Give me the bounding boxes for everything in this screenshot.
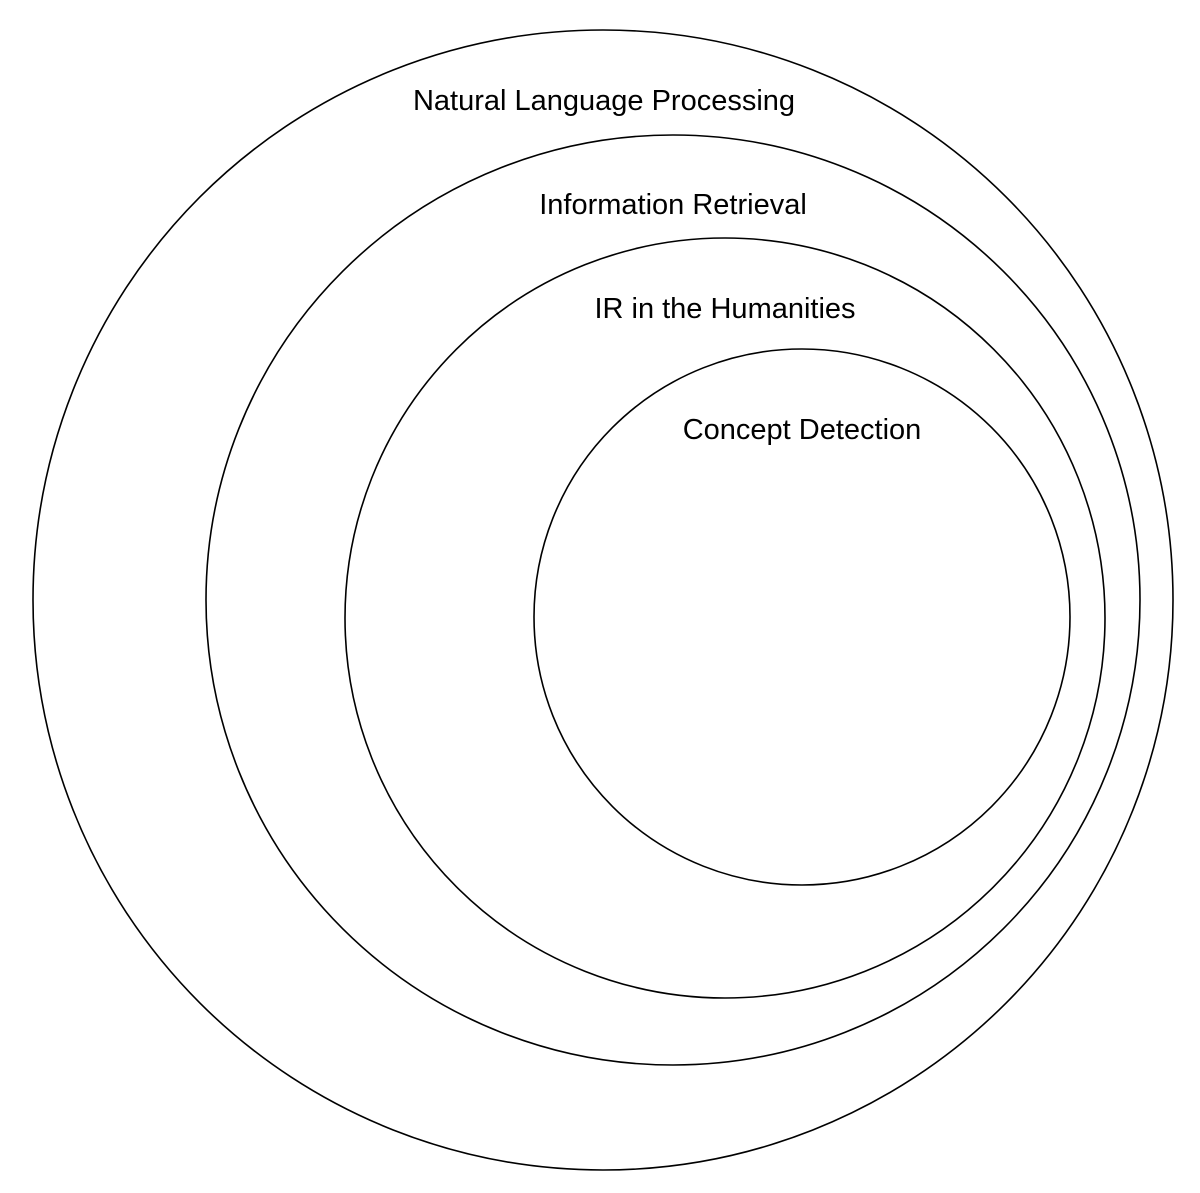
ring-label: Concept Detection bbox=[683, 414, 922, 446]
ring-ir-in-the-humanities: IR in the Humanities bbox=[344, 237, 1106, 999]
ring-natural-language-processing: Natural Language Processing bbox=[32, 29, 1174, 1171]
ring-information-retrieval: Information Retrieval bbox=[205, 134, 1141, 1066]
ring-outline bbox=[205, 134, 1141, 1066]
ring-label: Natural Language Processing bbox=[413, 85, 795, 117]
ring-outline bbox=[344, 237, 1106, 999]
ring-label: Information Retrieval bbox=[539, 189, 807, 221]
ring-concept-detection: Concept Detection bbox=[533, 348, 1071, 886]
ring-label: IR in the Humanities bbox=[594, 293, 855, 325]
ring-outline bbox=[32, 29, 1174, 1171]
ring-outline bbox=[533, 348, 1071, 886]
